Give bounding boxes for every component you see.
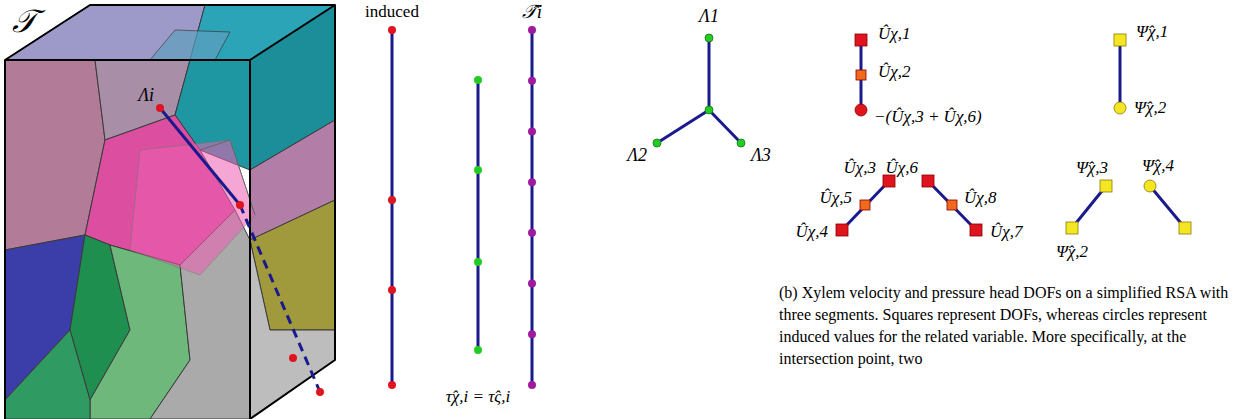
- shape: [705, 34, 713, 42]
- shape: [709, 110, 741, 143]
- shape: [474, 258, 482, 266]
- shape: [856, 70, 866, 80]
- shape: [657, 38, 741, 143]
- shape: [1100, 180, 1112, 192]
- dof-label: Ûχ,2: [878, 63, 911, 82]
- column-title: 𝒯̂i: [522, 2, 542, 23]
- segment-lambda-i: [156, 104, 324, 396]
- segment-name: Λi: [138, 86, 154, 106]
- velocity-dofs: [836, 34, 982, 236]
- shape: [391, 30, 394, 385]
- mesh-dot: [528, 127, 536, 135]
- mesh-dot: [528, 330, 536, 338]
- dof-label: Ûχ,1: [878, 25, 911, 44]
- mesh-symbol: 𝒯: [12, 4, 37, 39]
- dof-label: Ûχ,3: [843, 159, 876, 178]
- shape: [4, 60, 6, 419]
- shape: [1114, 34, 1126, 46]
- shape: [250, 5, 335, 419]
- dof-label: Ûχ,6: [885, 159, 918, 178]
- equation-label: τ̂χ,i = τ̂ς,i: [446, 388, 510, 407]
- shape: [970, 224, 982, 236]
- shape: [653, 34, 745, 147]
- segment-name: Λ2: [627, 146, 647, 166]
- shape: [1119, 40, 1122, 108]
- shape: [316, 388, 324, 396]
- shape: [705, 106, 713, 114]
- dof-label: Ψ̂χ,2: [1056, 243, 1088, 262]
- shape: [240, 205, 320, 392]
- shape: [836, 34, 982, 236]
- shape: [156, 104, 324, 396]
- column-title: induced: [365, 3, 419, 22]
- segment-name: Λ1: [699, 7, 719, 27]
- shape: [474, 166, 482, 174]
- shape: [1066, 34, 1191, 234]
- induced-dots: [388, 26, 396, 389]
- shape: [474, 76, 482, 84]
- shape: [156, 104, 164, 112]
- mesh-dot: [528, 77, 536, 85]
- green-dots: [474, 76, 482, 354]
- shape: [1114, 102, 1126, 114]
- shape: [150, 30, 230, 60]
- shape: [947, 200, 957, 210]
- shape: [130, 140, 255, 275]
- mesh-dot: [528, 178, 536, 186]
- shape: [860, 200, 870, 210]
- dof-label: Ψ̂χ,4: [1142, 157, 1174, 176]
- dof-label: Ûχ,7: [990, 223, 1023, 242]
- shape: [5, 330, 90, 419]
- dof-label: Ψ̂χ,2: [1134, 99, 1166, 118]
- shape: [855, 34, 867, 46]
- mesh-dot: [528, 229, 536, 237]
- shape: [922, 175, 934, 187]
- mesh-lines: [392, 30, 532, 385]
- shape: [737, 139, 745, 147]
- shape: [653, 139, 661, 147]
- shape: [708, 38, 711, 110]
- shape: [477, 80, 480, 350]
- voronoi-cube: [5, 5, 335, 419]
- dof-label: Ûχ,8: [964, 189, 997, 208]
- shape: [388, 381, 396, 389]
- shape: [388, 286, 396, 294]
- lambda-tree: [653, 34, 745, 147]
- shape: [5, 5, 335, 60]
- dof-label: Ψ̂χ,1: [1136, 23, 1168, 42]
- pressure-dofs: [1066, 34, 1191, 234]
- shape: [1179, 222, 1191, 234]
- shape: [5, 5, 335, 419]
- dof-label: −(Ûχ,3 + Ûχ,6): [874, 108, 982, 127]
- dof-label: Ψ̂χ,3: [1076, 159, 1108, 178]
- shape: [249, 60, 251, 419]
- shape: [842, 40, 976, 230]
- shape: [388, 196, 396, 204]
- shape: [657, 110, 709, 143]
- shape: [855, 104, 867, 116]
- shape: [388, 26, 396, 34]
- figure-caption: (b) Xylem velocity and pressure head DOF…: [779, 282, 1231, 370]
- dof-label: Ûχ,5: [819, 189, 852, 208]
- mesh-dot: [528, 381, 536, 389]
- mesh-dot: [528, 26, 536, 34]
- shape: [883, 175, 895, 187]
- shape: [200, 140, 255, 215]
- shape: [289, 354, 297, 362]
- shape: [1066, 222, 1078, 234]
- purple-dots: [528, 26, 536, 389]
- shape: [1144, 180, 1156, 192]
- dof-label: Ûχ,4: [795, 223, 828, 242]
- shape: [836, 224, 848, 236]
- shape: [474, 346, 482, 354]
- shape: [236, 201, 244, 209]
- segment-name: Λ3: [751, 146, 771, 166]
- mesh-dot: [528, 280, 536, 288]
- shape: [1072, 40, 1185, 228]
- shape: [160, 108, 240, 205]
